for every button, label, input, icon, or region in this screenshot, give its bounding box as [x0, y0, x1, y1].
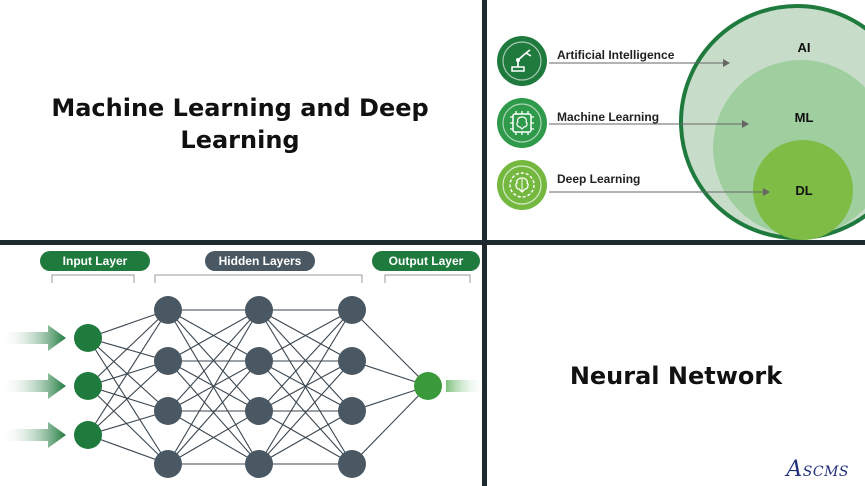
badge-ai — [497, 36, 547, 86]
edge-hidden2-2-to-hidden3-0 — [258, 309, 353, 412]
edge-hidden2-3-to-hidden3-0 — [258, 309, 353, 465]
edge-hidden1-1-to-hidden2-0 — [167, 309, 260, 362]
quadrant-ai-ml-dl-diagram: AI ML DL Artificial Intelligence — [487, 0, 865, 240]
brain-gear-icon — [502, 165, 542, 205]
hidden2-node-2 — [245, 347, 273, 375]
ai-ml-dl-nested-circles — [549, 4, 865, 240]
hidden1-node-3 — [154, 397, 182, 425]
hidden1-node-4 — [154, 450, 182, 478]
pill-input-layer: Input Layer — [40, 251, 150, 271]
edge-hidden1-3-to-hidden2-0 — [167, 309, 260, 465]
edge-input-2-to-hidden1-3 — [87, 434, 169, 465]
badge-ml — [497, 98, 547, 148]
edge-hidden1-3-to-hidden2-2 — [167, 410, 260, 465]
edge-hidden3-3-to-output-0 — [351, 385, 429, 465]
edge-input-0-to-hidden1-2 — [87, 337, 169, 412]
edge-input-0-to-hidden1-3 — [87, 337, 169, 465]
hidden1-node-2 — [154, 347, 182, 375]
input-node-2 — [74, 372, 102, 400]
edge-hidden1-2-to-hidden2-0 — [167, 309, 260, 412]
title-machine-learning-deep-learning: Machine Learning and Deep Learning — [51, 94, 429, 154]
pill-output-layer: Output Layer — [372, 251, 480, 271]
ai-connector-arrowhead — [723, 59, 730, 67]
label-deep-learning: Deep Learning — [557, 172, 641, 186]
input-arrow-1 — [0, 325, 66, 351]
ascms-logo: ASCMS — [786, 457, 849, 482]
edge-input-1-to-hidden1-0 — [87, 309, 169, 387]
edge-hidden2-1-to-hidden3-0 — [258, 309, 353, 362]
edge-input-0-to-hidden1-0 — [87, 309, 169, 339]
dl-connector-arrowhead — [763, 188, 770, 196]
output-node-1 — [414, 372, 442, 400]
input-node-3 — [74, 421, 102, 449]
badge-dl — [497, 160, 547, 210]
label-artificial-intelligence: Artificial Intelligence — [557, 48, 675, 62]
hidden2-node-3 — [245, 397, 273, 425]
ai-circle-label: AI — [797, 40, 811, 55]
edge-hidden1-3-to-hidden2-1 — [167, 360, 260, 465]
hidden2-node-1 — [245, 296, 273, 324]
hidden3-node-2 — [338, 347, 366, 375]
dl-circle — [753, 140, 853, 240]
dl-circle-label: DL — [795, 183, 813, 198]
bracket-input — [51, 274, 135, 283]
neural-network-graph — [0, 274, 482, 478]
quadrant-title-neural-network: Neural Network ASCMS — [487, 245, 865, 486]
edge-input-2-to-hidden1-1 — [87, 360, 169, 436]
edge-hidden3-0-to-output-0 — [351, 309, 429, 387]
ml-circle-label: ML — [794, 110, 814, 125]
output-arrow — [446, 380, 482, 392]
quadrant-title-ml-dl: Machine Learning and Deep Learning — [0, 0, 482, 240]
ml-connector-arrowhead — [742, 120, 749, 128]
edge-input-2-to-hidden1-0 — [87, 309, 169, 436]
title-neural-network: Neural Network — [569, 362, 783, 390]
row-artificial-intelligence: Artificial Intelligence — [497, 36, 717, 86]
edge-hidden2-3-to-hidden3-2 — [258, 410, 353, 465]
hidden3-node-4 — [338, 450, 366, 478]
hidden3-node-1 — [338, 296, 366, 324]
input-arrow-3 — [0, 422, 66, 448]
edge-hidden2-3-to-hidden3-1 — [258, 360, 353, 465]
edge-input-1-to-hidden1-3 — [87, 385, 169, 465]
robot-arm-icon — [502, 41, 542, 81]
hidden3-node-3 — [338, 397, 366, 425]
chip-brain-icon — [502, 103, 542, 143]
row-machine-learning: Machine Learning — [497, 98, 717, 148]
input-node-1 — [74, 324, 102, 352]
bracket-hidden — [154, 274, 363, 283]
quadrant-neural-network-diagram: Input Layer Hidden Layers Output Layer — [0, 245, 482, 486]
bracket-output — [384, 274, 471, 283]
input-arrow-2 — [0, 373, 66, 399]
hidden2-node-4 — [245, 450, 273, 478]
pill-hidden-layers: Hidden Layers — [205, 251, 315, 271]
label-machine-learning: Machine Learning — [557, 110, 660, 124]
horizontal-divider — [0, 240, 865, 245]
row-deep-learning: Deep Learning — [497, 160, 717, 210]
hidden1-node-1 — [154, 296, 182, 324]
